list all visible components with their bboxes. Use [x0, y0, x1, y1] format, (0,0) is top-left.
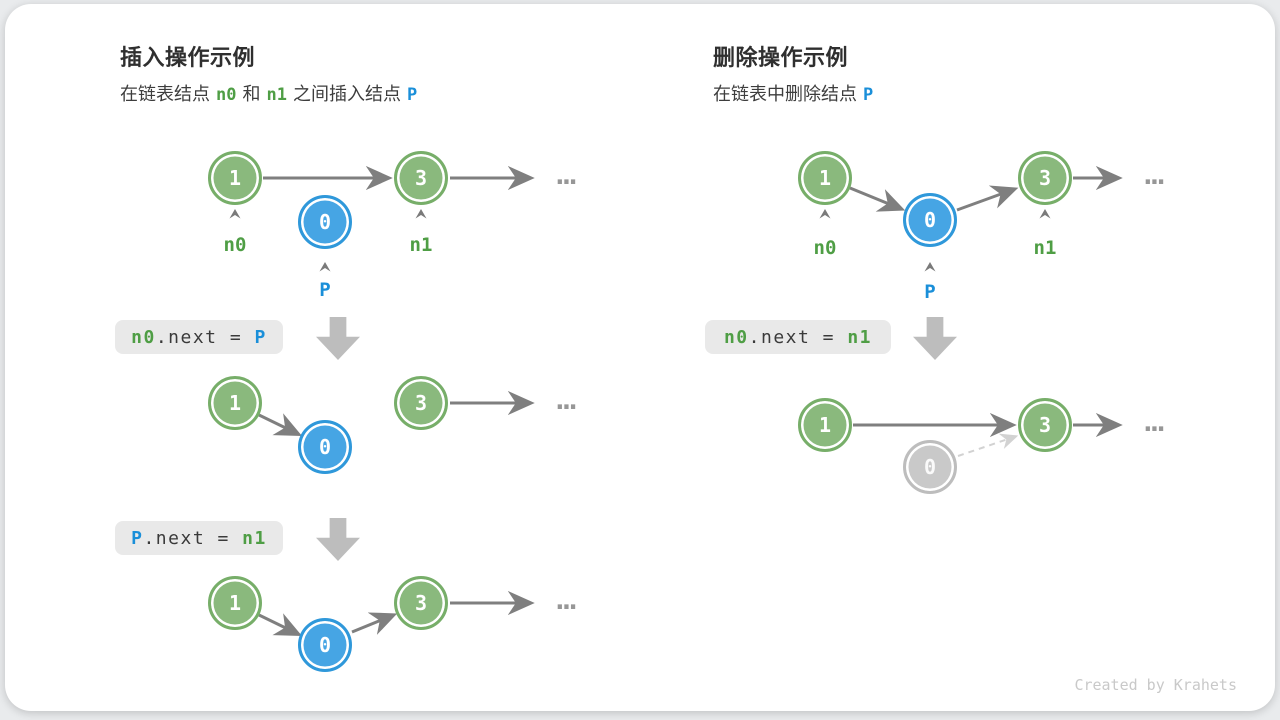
- arrow-ins3-0to3: [351, 612, 398, 635]
- code-mid: .next =: [155, 326, 255, 348]
- node-1: 1: [208, 151, 262, 205]
- caret-up-icon: [229, 209, 241, 219]
- label-n0: n0: [813, 237, 837, 259]
- node-value: 0: [318, 633, 332, 657]
- ellipsis: ...: [552, 161, 581, 191]
- node-p: 0: [903, 193, 957, 247]
- ellipsis: ...: [1140, 161, 1169, 191]
- node-3: 3: [394, 376, 448, 430]
- node-value: 0: [923, 455, 937, 479]
- node-value: 3: [414, 591, 428, 615]
- arrow-del1-0to3: [956, 185, 1019, 212]
- node-value: 3: [1038, 413, 1052, 437]
- code-rhs: P: [254, 326, 267, 348]
- node-p-removed: 0: [903, 440, 957, 494]
- arrow-ins2-1to0: [258, 413, 303, 436]
- node-3: 3: [1018, 151, 1072, 205]
- code-n0-next-n1: n0.next = n1: [705, 320, 891, 354]
- label-p: P: [924, 281, 936, 303]
- arrow-del1-1to0: [849, 186, 906, 212]
- ellipsis: ...: [552, 386, 581, 416]
- caret-up-icon: [319, 262, 331, 272]
- code-lhs: P: [131, 527, 144, 549]
- node-value: 1: [228, 391, 242, 415]
- node-3: 3: [1018, 398, 1072, 452]
- node-1: 1: [208, 376, 262, 430]
- ref-n1: n1: [266, 85, 287, 105]
- code-rhs: n1: [847, 326, 873, 348]
- node-p: 0: [298, 618, 352, 672]
- down-arrow-icon: [316, 317, 360, 360]
- caret-up-icon: [924, 262, 936, 272]
- subtitle-text: 之间插入结点: [292, 84, 401, 104]
- code-lhs: n0: [131, 326, 156, 348]
- ellipsis: ...: [1140, 408, 1169, 438]
- delete-title: 删除操作示例: [713, 45, 849, 70]
- arrow-del2-0to3-dashed: [957, 433, 1019, 457]
- subtitle-text: 在链表结点: [120, 84, 210, 104]
- node-value: 1: [818, 413, 832, 437]
- down-arrow-icon: [316, 518, 360, 561]
- label-n1: n1: [1033, 237, 1057, 259]
- node-1: 1: [798, 398, 852, 452]
- code-n0-next-p: n0.next = P: [115, 320, 283, 354]
- caret-up-icon: [415, 209, 427, 219]
- label-n0: n0: [223, 234, 247, 256]
- code-mid: .next =: [748, 326, 848, 348]
- caret-up-icon: [1039, 209, 1051, 219]
- node-value: 0: [923, 208, 937, 232]
- code-mid: .next =: [143, 527, 243, 549]
- label-n1: n1: [409, 234, 433, 256]
- ref-n0: n0: [216, 85, 237, 105]
- node-value: 0: [318, 435, 332, 459]
- code-rhs: n1: [242, 527, 267, 549]
- subtitle-text: 在链表中删除结点: [713, 84, 857, 104]
- node-1: 1: [208, 576, 262, 630]
- credit-text: Created by Krahets: [1074, 676, 1237, 694]
- arrow-ins3-1to0: [258, 613, 303, 636]
- node-value: 1: [818, 166, 832, 190]
- node-1: 1: [798, 151, 852, 205]
- node-value: 3: [414, 391, 428, 415]
- ellipsis: ...: [552, 586, 581, 616]
- node-value: 3: [414, 166, 428, 190]
- ref-p: P: [406, 85, 418, 105]
- node-value: 1: [228, 166, 242, 190]
- node-3: 3: [394, 576, 448, 630]
- caret-up-icon: [819, 209, 831, 219]
- label-p: P: [319, 279, 331, 301]
- node-value: 3: [1038, 166, 1052, 190]
- code-p-next-n1: P.next = n1: [115, 521, 283, 555]
- down-arrow-icon: [913, 317, 957, 360]
- node-3: 3: [394, 151, 448, 205]
- node-value: 1: [228, 591, 242, 615]
- subtitle-text: 和: [242, 84, 261, 104]
- delete-subtitle: 在链表中删除结点 P: [713, 80, 879, 106]
- node-p: 0: [298, 420, 352, 474]
- node-p: 0: [298, 195, 352, 249]
- node-value: 0: [318, 210, 332, 234]
- ref-p: P: [863, 85, 874, 105]
- insert-title: 插入操作示例: [120, 45, 256, 70]
- code-lhs: n0: [723, 326, 749, 348]
